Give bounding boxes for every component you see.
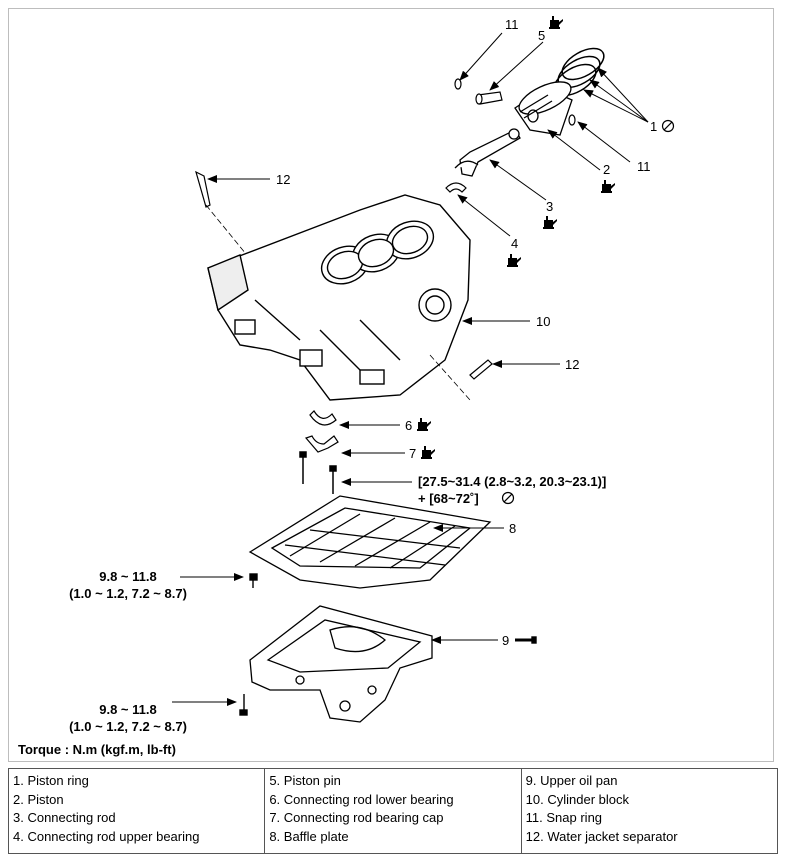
bearing-cap-bolt-illustration [299,451,337,494]
callout-6: 6 [405,418,412,433]
callout-11-top: 11 [505,17,519,32]
oil-can-icon [507,254,521,267]
oil-pan-bolt-torque: 9.8 ~ 11.8 (1.0 ~ 1.2, 7.2 ~ 8.7) [48,701,208,735]
torque-unit-label: Torque : N.m (kgf.m, lb-ft) [18,742,176,757]
connecting-rod-illustration [454,128,521,177]
parts-legend-table: 1. Piston ring 2. Piston 3. Connecting r… [7,768,779,854]
callout-8: 8 [509,521,516,536]
callout-1: 1 [650,119,657,134]
callout-3: 3 [546,199,553,214]
bearing-cap-torque-line1: [27.5~31.4 (2.8~3.2, 20.3~23.1)] [418,474,607,489]
upper-bearing-illustration [445,182,467,193]
diagram-frame [8,8,774,762]
legend-column-3: 9. Upper oil pan 10. Cylinder block 11. … [520,768,779,854]
oil-pan-bolt-torque-line2: (1.0 ~ 1.2, 7.2 ~ 8.7) [69,719,187,734]
baffle-bolt-torque-line2: (1.0 ~ 1.2, 7.2 ~ 8.7) [69,586,187,601]
oil-can-icon [549,16,563,29]
callout-11-right: 11 [637,159,651,174]
legend-item: 6. Connecting rod lower bearing [269,791,454,807]
legend-item: 12. Water jacket separator [525,828,678,844]
oil-can-icon [543,216,557,229]
water-jacket-separator-illustration-2 [469,359,493,380]
oil-can-icon [417,418,431,431]
cylinder-block-illustration [207,194,471,401]
legend-item: 3. Connecting rod [13,810,116,825]
legend-column-1: 1. Piston ring 2. Piston 3. Connecting r… [7,768,266,854]
legend-item: 2. Piston [13,791,64,807]
bearing-cap-torque-line2: + [68~72˚] [418,491,479,506]
baffle-bolt-torque-line1: 9.8 ~ 11.8 [99,569,157,584]
legend-item: 4. Connecting rod upper bearing [13,828,200,844]
legend-item: 11. Snap ring [525,810,603,825]
legend-item: 9. Upper oil pan [525,773,618,788]
oil-pan-illustration [249,605,433,723]
oil-pan-bolt-illustration [239,694,248,716]
bearing-cap-torque: [27.5~31.4 (2.8~3.2, 20.3~23.1)] + [68~7… [418,473,606,507]
snap-ring-illustration [454,78,576,126]
legend-item: 8. Baffle plate [269,828,349,844]
baffle-bolt-torque: 9.8 ~ 11.8 (1.0 ~ 1.2, 7.2 ~ 8.7) [48,568,208,602]
piston-pin-illustration [475,91,503,105]
lower-bearing-illustration [309,410,337,426]
callout-9: 9 [502,633,509,648]
callout-2: 2 [603,162,610,177]
legend-item: 5. Piston pin [269,773,341,788]
oil-pan-bolt-torque-line1: 9.8 ~ 11.8 [99,702,157,717]
leader-lines [172,32,649,706]
upper-oil-pan-bolt-illustration [515,636,537,644]
piston-illustration [514,81,573,136]
legend-column-2: 5. Piston pin 6. Connecting rod lower be… [264,768,522,854]
bearing-cap-illustration [304,435,339,453]
water-jacket-separator-illustration [195,170,211,208]
baffle-bolt-illustration [249,573,258,588]
callout-5: 5 [538,28,545,43]
callout-12-top: 12 [276,172,290,187]
oil-can-icon [601,180,615,193]
legend-item: 7. Connecting rod bearing cap [269,810,444,825]
legend-item: 10. Cylinder block [525,791,629,807]
callout-7: 7 [409,446,416,461]
callout-12-right: 12 [565,357,579,372]
callout-10: 10 [536,314,550,329]
exploded-view-diagram: 11 5 1 11 2 3 4 12 10 12 6 7 8 9 [172,16,675,723]
oil-can-icon [421,446,435,459]
do-not-reuse-icon [661,119,675,133]
baffle-plate-illustration [248,495,492,589]
callout-4: 4 [511,236,518,251]
legend-item: 1. Piston ring [13,773,89,788]
